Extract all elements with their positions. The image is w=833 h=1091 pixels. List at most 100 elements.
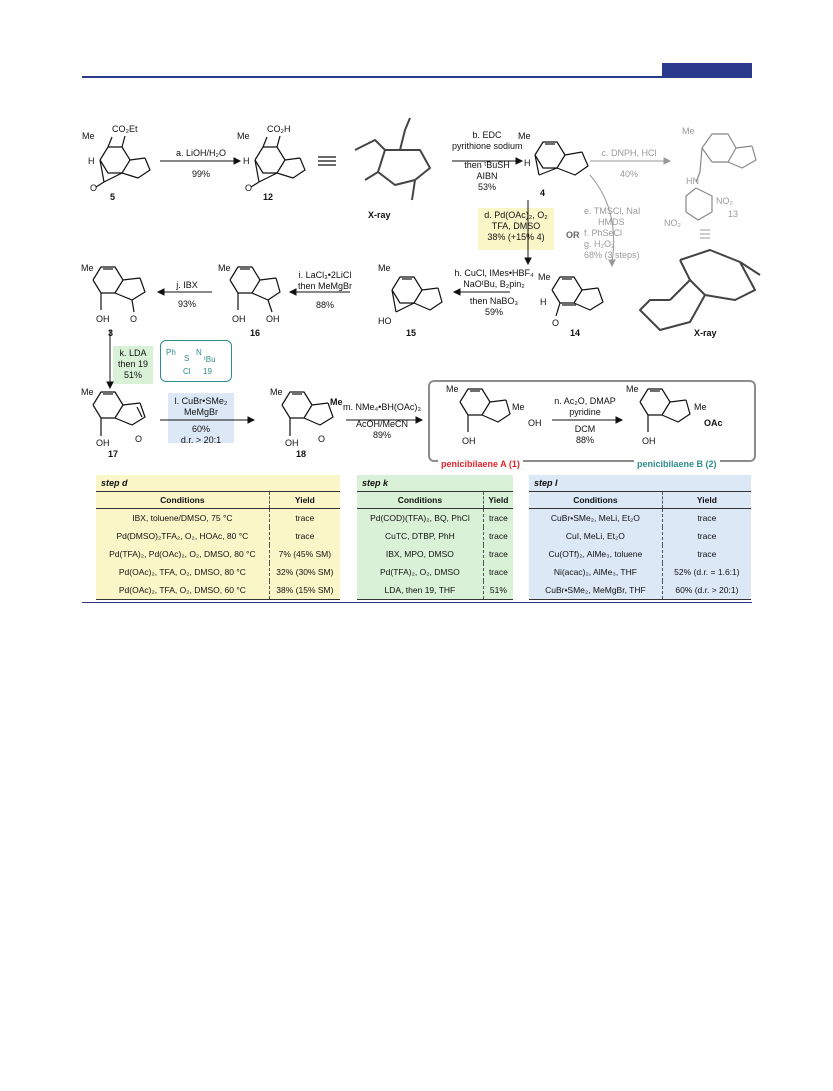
step-d-col-conditions: Conditions (96, 491, 270, 509)
structure-penicibilaene-b (639, 388, 691, 432)
atom-me-pa: Me (446, 384, 459, 394)
structure-13 (685, 133, 757, 221)
step-k-col-yield: Yield (482, 491, 513, 509)
step-c-reagents: c. DNPH, HCl 40% (601, 148, 657, 179)
xray-2-label: X-ray (694, 328, 717, 338)
atom-h-12: H (243, 156, 250, 166)
atom-me-pb: Me (626, 384, 639, 394)
compound-18-label: 18 (296, 449, 307, 459)
compound-14-label: 14 (570, 328, 581, 338)
atom-oh-18: OH (285, 438, 299, 448)
atom-o-12: O (245, 183, 253, 193)
atom-ho-15: HO (378, 316, 392, 326)
atom-o-5: O (90, 183, 98, 193)
atom-oh-16b: OH (266, 314, 280, 324)
step-m-reagents: m. NMe₄•BH(OAc)₃ AcOH/MeCN 89% (343, 402, 421, 440)
xray-structure-1 (354, 117, 431, 201)
step-a-reagents: a. LiOH/H₂O 99% (175, 148, 226, 179)
step-i-reagents: i. LaCl₃•2LiCl then MeMgBr 88% (297, 270, 353, 310)
reaction-scheme (92, 117, 761, 436)
compound-15-label: 15 (406, 328, 417, 338)
step-k-table: step k Conditions Yield Pd(COD)(TFA)₂, B… (357, 475, 513, 600)
structure-16 (229, 266, 281, 313)
atom-me-pa2: Me (512, 402, 525, 412)
step-l-highlight (168, 393, 234, 443)
atom-o-17: O (135, 434, 143, 444)
reagent-19-structure: Ph S N ᵗBu Cl 19 (166, 348, 216, 376)
compound-12-label: 12 (263, 192, 274, 202)
step-d-table-title: step d (101, 478, 128, 488)
atom-oh-3: OH (96, 314, 110, 324)
step-n-reagents: n. Ac₂O, DMAP pyridine DCM 88% (554, 396, 616, 445)
step-l-col-conditions: Conditions (529, 491, 663, 509)
products-box (428, 380, 756, 462)
structure-3 (92, 266, 146, 313)
step-d-reagents: d. Pd(OAc)₂, O₂ TFA, DMSO 38% (+15% 4) (484, 210, 548, 242)
structure-15 (391, 276, 443, 313)
step-l-reagents: l. CuBr•SMe₂ MeMgBr 60% d.r. > 20:1 (174, 396, 228, 445)
step-d-table: step d Conditions Yield IBX, toluene/DMS… (96, 475, 340, 600)
structure-penicibilaene-a (459, 388, 511, 432)
atom-co2h: CO₂H (267, 124, 291, 134)
compound-5-label: 5 (110, 192, 116, 202)
atom-me-17: Me (81, 387, 94, 397)
penicibilaene-a-label: penicibilaene A (1) (438, 459, 523, 469)
step-efg-reagents: e. TMSCl, NaI HMDS f. PhSeCl g. H₂O₂ 68%… (584, 206, 641, 260)
or-label: OR (566, 230, 580, 240)
footer-rule (82, 602, 752, 603)
structure-14 (551, 276, 604, 317)
step-d-col-yield: Yield (268, 491, 340, 509)
step-l-col-yield: Yield (661, 491, 751, 509)
header-rule (82, 76, 752, 78)
atom-me-15: Me (378, 263, 391, 273)
atom-h-4: H (524, 158, 531, 168)
atom-me-16: Me (218, 263, 231, 273)
step-j-reagents: j. IBX 93% (176, 280, 198, 309)
atom-me-18b: Me (330, 397, 343, 407)
step-k-table-title: step k (362, 478, 389, 488)
compound-17-label: 17 (108, 449, 119, 459)
atom-me-13: Me (682, 126, 695, 136)
atom-oh-pa: OH (528, 418, 542, 428)
compound-13-label: 13 (728, 209, 739, 219)
reagent-19-box (160, 340, 232, 382)
atom-no2-13a: NO₂ (716, 196, 733, 206)
atom-me-5: Me (82, 131, 95, 141)
atom-o-3: O (130, 314, 138, 324)
step-l-table-title: step l (534, 478, 558, 488)
step-b-reagents: b. EDC pyrithione sodium then ᵗBuSH AIBN… (452, 130, 523, 192)
atom-me-4: Me (518, 131, 531, 141)
xray-structure-2 (639, 249, 761, 331)
xray-1-label: X-ray (368, 210, 391, 220)
compound-4-label: 4 (540, 188, 546, 198)
atom-me-pb2: Me (694, 402, 707, 412)
structure-12 (250, 135, 306, 188)
atom-oh-16a: OH (232, 314, 246, 324)
atom-me-3: Me (81, 263, 94, 273)
compound-16-label: 16 (250, 328, 261, 338)
structure-18 (281, 391, 334, 436)
atom-me-18a: Me (270, 387, 283, 397)
atom-co2et: CO₂Et (112, 124, 138, 134)
header-tab (662, 63, 752, 78)
structure-4 (534, 141, 589, 176)
atom-me-12: Me (237, 131, 250, 141)
atom-o-18: O (318, 434, 326, 444)
atom-o-14: O (552, 318, 560, 328)
structure-17 (92, 391, 146, 436)
compound-3-label: 3 (108, 328, 114, 338)
step-k-col-conditions: Conditions (357, 491, 484, 509)
